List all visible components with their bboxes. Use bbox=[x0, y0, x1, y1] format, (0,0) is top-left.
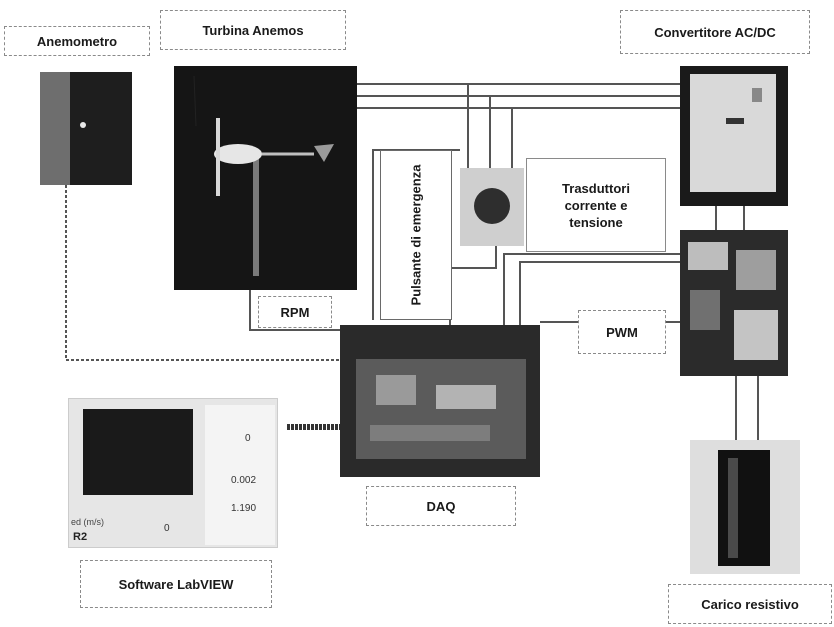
converter-panel bbox=[690, 74, 776, 192]
labview-caption: R2 bbox=[73, 531, 88, 543]
wire-trasduttori-daq bbox=[449, 246, 497, 325]
label-carico: Carico resistivo bbox=[668, 584, 832, 624]
labview-graph bbox=[83, 409, 193, 495]
label-convertitore: Convertitore AC/DC bbox=[620, 10, 810, 54]
label-anemometro: Anemometro bbox=[4, 26, 150, 56]
board-component-3 bbox=[690, 290, 720, 330]
transducer-core bbox=[474, 188, 510, 224]
label-software: Software LabVIEW bbox=[80, 560, 272, 608]
converter-display bbox=[726, 118, 744, 124]
wire-rpm-daq bbox=[249, 290, 340, 331]
daq-chip-2 bbox=[436, 385, 496, 409]
board-component-1 bbox=[688, 242, 728, 270]
turbine-icon bbox=[193, 75, 334, 276]
label-turbina: Turbina Anemos bbox=[160, 10, 346, 50]
label-pulsante-text: Pulsante di emergenza bbox=[408, 164, 424, 306]
converter-sticker bbox=[752, 88, 762, 102]
board-component-2 bbox=[736, 250, 776, 290]
daq-photo bbox=[340, 325, 540, 477]
label-trasduttori: Trasduttori corrente e tensione bbox=[526, 158, 666, 252]
labview-value-4: 0 bbox=[164, 523, 170, 534]
wire-pwm-1 bbox=[519, 261, 682, 325]
daq-strip bbox=[370, 425, 490, 441]
labview-value-2: 0.002 bbox=[231, 475, 257, 486]
daq-board bbox=[356, 359, 526, 459]
convertitore-photo bbox=[680, 66, 788, 206]
board-component-4 bbox=[734, 310, 778, 360]
label-pwm: PWM bbox=[578, 310, 666, 354]
labview-value-1: 0 bbox=[245, 433, 251, 444]
labview-value-3: 1.190 bbox=[231, 503, 257, 514]
wire-anemometro-daq bbox=[65, 185, 340, 361]
labview-photo: 0 0.002 1.190 0 ed (m/s) R2 bbox=[68, 398, 278, 548]
anemometro-photo bbox=[40, 72, 132, 185]
label-pulsante: Pulsante di emergenza bbox=[380, 150, 452, 320]
turbina-photo bbox=[174, 66, 357, 290]
resistor-highlight bbox=[728, 458, 738, 558]
label-rpm: RPM bbox=[258, 296, 332, 328]
labview-side-text: ed (m/s) bbox=[71, 517, 105, 527]
sensor-dot bbox=[80, 122, 86, 128]
resistor-body bbox=[718, 450, 770, 566]
pole-shadow bbox=[70, 72, 132, 185]
daq-chip-1 bbox=[376, 375, 416, 405]
controllo-photo bbox=[680, 230, 788, 376]
label-daq: DAQ bbox=[366, 486, 516, 526]
carico-photo bbox=[690, 440, 800, 574]
trasduttori-photo bbox=[460, 168, 524, 246]
labview-value-panel bbox=[205, 405, 275, 545]
wire-pwm-2 bbox=[503, 253, 682, 325]
